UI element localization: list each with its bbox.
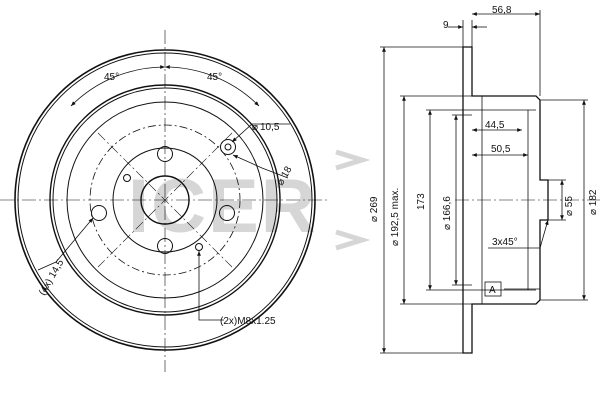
bolt-hole-left (91, 205, 107, 221)
front-view-leaders (37, 123, 290, 321)
outer-diameter-label: ⌀ 269 (369, 196, 380, 222)
diameter-173-label: 173 (416, 193, 427, 210)
angle-dimension-arcs (70, 65, 260, 107)
thickness-label: 9 (443, 20, 449, 31)
chamfer-label: 3x45° (492, 237, 518, 248)
hole-diameter-label: 10,5 (260, 122, 280, 133)
diameter-182-label: ⌀ 182 (588, 189, 599, 215)
side-view-dimension-lines (380, 10, 588, 354)
locating-hole-inner (224, 143, 232, 151)
diameter-55-label: ⌀ 55 (564, 196, 575, 216)
width-44-label: 44,5 (485, 120, 505, 131)
watermark-logo: ICER (128, 164, 318, 249)
diameter-166-label: ⌀ 166,6 (442, 196, 453, 230)
watermark-chevrons (335, 149, 371, 251)
width-50-label: 50,5 (491, 144, 511, 155)
height-label: 56,8 (492, 5, 512, 16)
angle-right-label: 45° (207, 72, 222, 83)
front-view (0, 30, 330, 372)
locating-hole (220, 139, 236, 155)
max-diameter-label: ⌀ 192,5 max. (390, 188, 401, 246)
diameter-symbol: ⌀ (252, 122, 258, 133)
thread-hole-lower-right (195, 243, 203, 251)
thread-label: (2x)M8x1.25 (220, 316, 276, 327)
angle-left-label: 45° (104, 72, 119, 83)
datum-label: A (489, 285, 496, 296)
bolt-hole-right (219, 205, 235, 221)
thread-hole-upper-left (123, 174, 131, 182)
